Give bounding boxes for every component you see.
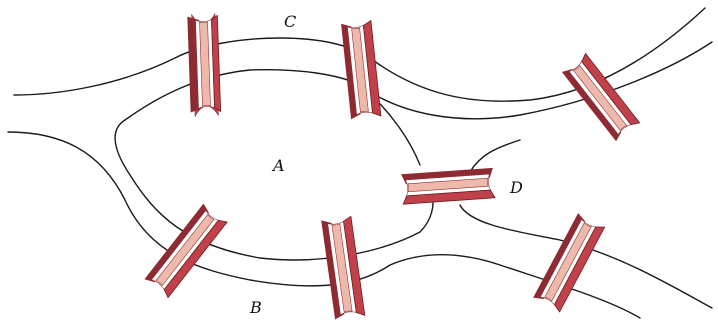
land-label-d: D bbox=[509, 178, 523, 197]
island-a-south-shore bbox=[114, 119, 434, 261]
bridge-c-a-east bbox=[341, 19, 382, 120]
bridge-c-d bbox=[561, 52, 641, 142]
bank-d-north-shore bbox=[469, 139, 521, 173]
bridge-b-d bbox=[533, 213, 606, 313]
bridge-c-a-west bbox=[187, 12, 222, 118]
south-bank-shore bbox=[7, 131, 641, 319]
land-label-a: A bbox=[271, 156, 285, 175]
bridge-a-b-west bbox=[144, 203, 228, 299]
land-label-c: C bbox=[284, 12, 296, 31]
land-label-b: B bbox=[249, 298, 262, 317]
bank-d-south-shore bbox=[459, 204, 713, 309]
bridge-a-b-east bbox=[321, 215, 366, 320]
bridge-a-d bbox=[401, 167, 496, 205]
